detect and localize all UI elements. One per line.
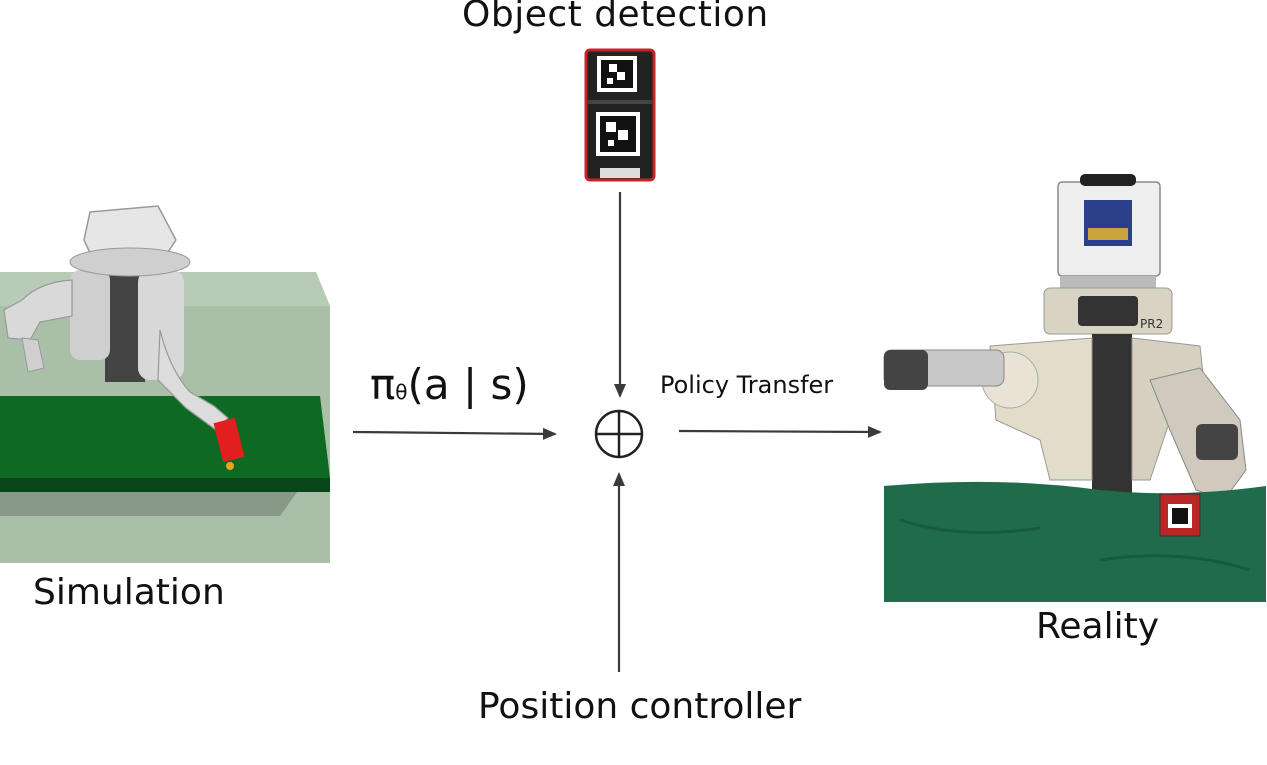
pr2-badge: PR2: [1140, 317, 1163, 331]
policy-theta: θ: [395, 380, 408, 404]
object-detection-label: Object detection: [462, 0, 769, 35]
arrow-policy-to-sum: [352, 427, 557, 440]
simulation-label: Simulation: [33, 572, 225, 613]
policy-formula: πθ(a | s): [370, 360, 529, 409]
simulation-image: [0, 205, 330, 563]
circle-plus-icon: [594, 409, 644, 459]
policy-transfer-label: Policy Transfer: [660, 371, 834, 399]
position-controller-label: Position controller: [478, 686, 802, 727]
policy-pi: π: [370, 360, 396, 409]
reality-image: [883, 174, 1266, 602]
arrow-sum-to-reality: [678, 425, 882, 438]
sim-table: [0, 396, 330, 478]
sim-red-block: [213, 417, 245, 463]
pr2-torso: [1092, 334, 1132, 500]
object-detection-image: [584, 48, 656, 182]
policy-args: (a | s): [407, 360, 529, 409]
reality-table-cloth: [884, 481, 1266, 602]
reality-label: Reality: [1036, 606, 1160, 647]
